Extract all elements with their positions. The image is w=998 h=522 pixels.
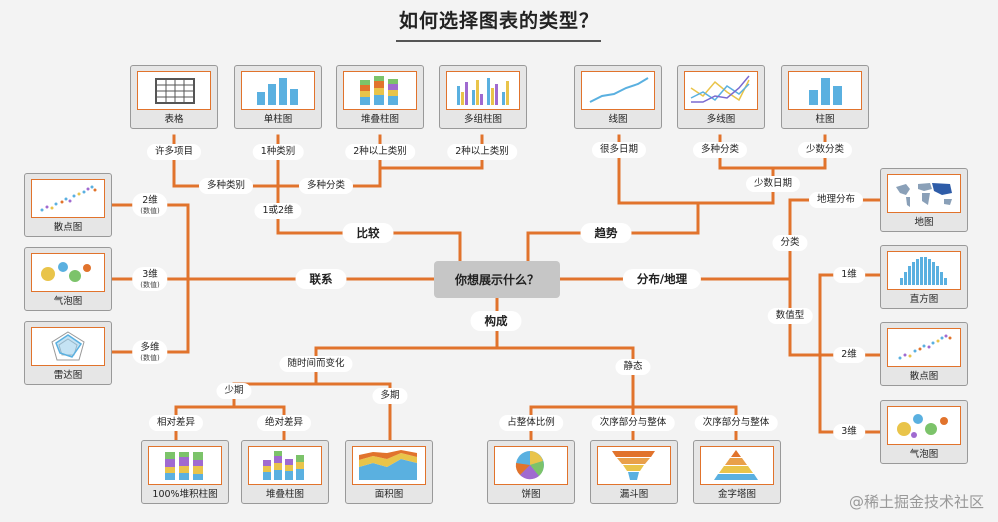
area-chart-icon bbox=[359, 450, 417, 480]
label-order-part-whole-b: 次序部分与整体 bbox=[694, 415, 778, 431]
map-card[interactable]: 地图 bbox=[880, 168, 968, 232]
label-many-periods: 多期 bbox=[372, 388, 408, 404]
radar-card[interactable]: 雷达图 bbox=[24, 321, 112, 385]
scatter-icon bbox=[898, 334, 952, 360]
line-card[interactable]: 线图 bbox=[574, 65, 662, 129]
radar-card-label: 雷达图 bbox=[53, 370, 83, 381]
label-dim3: 3维 bbox=[833, 424, 865, 440]
histogram-card[interactable]: 直方图 bbox=[880, 245, 968, 309]
world-map-icon bbox=[896, 183, 952, 207]
table-card-label: 表格 bbox=[164, 114, 184, 125]
scatter-right-card-label: 散点图 bbox=[909, 371, 939, 382]
funnel-card-label: 漏斗图 bbox=[619, 489, 649, 500]
stacked100-card[interactable]: 100%堆积柱图 bbox=[141, 440, 229, 504]
table-icon bbox=[155, 78, 195, 104]
stacked-100-bar-icon bbox=[165, 452, 203, 480]
stacked-bar-bottom-card-label: 堆叠柱图 bbox=[265, 489, 304, 500]
bar-icon bbox=[809, 78, 842, 105]
histogram-icon bbox=[900, 257, 947, 285]
category-distribution: 分布/地理 bbox=[622, 269, 702, 289]
label-relative-diff: 相对差异 bbox=[148, 415, 204, 431]
stacked-bar-bottom-card[interactable]: 堆叠柱图 bbox=[241, 440, 329, 504]
radar-icon bbox=[51, 331, 85, 361]
stacked-bar-card[interactable]: 堆叠柱图 bbox=[336, 65, 424, 129]
stacked-bar-icon bbox=[360, 76, 398, 105]
label-few-dates: 少数日期 bbox=[745, 176, 801, 192]
scatter-card-label: 散点图 bbox=[53, 222, 83, 233]
category-relation: 联系 bbox=[295, 269, 347, 289]
line-card-label: 线图 bbox=[608, 114, 628, 125]
category-compare: 比较 bbox=[342, 223, 394, 243]
label-dim1: 1维 bbox=[833, 267, 865, 283]
watermark: @稀土掘金技术社区 bbox=[848, 493, 984, 511]
funnel-card[interactable]: 漏斗图 bbox=[590, 440, 678, 504]
grouped-bar-card-label: 多组柱图 bbox=[463, 114, 502, 125]
bubble-right-card-label: 气泡图 bbox=[909, 449, 939, 460]
stacked-bar-icon bbox=[263, 451, 304, 480]
label-many-dates: 很多日期 bbox=[591, 142, 647, 158]
bar-card-label: 柱图 bbox=[815, 114, 835, 125]
pie-card-label: 饼图 bbox=[521, 489, 541, 500]
label-few-periods: 少期 bbox=[216, 383, 252, 399]
label-one-category: 1种类别 bbox=[252, 144, 304, 160]
stacked100-card-label: 100%堆积柱图 bbox=[152, 489, 218, 500]
scatter-right-card[interactable]: 散点图 bbox=[880, 322, 968, 386]
label-over-time: 随时间而变化 bbox=[279, 356, 353, 372]
label-rel-2dim: 2维(数值) bbox=[132, 193, 168, 217]
pyramid-card[interactable]: 金字塔图 bbox=[693, 440, 781, 504]
label-share-of-total: 占整体比例 bbox=[499, 415, 563, 431]
multi-line-icon bbox=[690, 75, 750, 103]
pie-card[interactable]: 饼图 bbox=[487, 440, 575, 504]
label-multi-class-trend: 多种分类 bbox=[692, 142, 748, 158]
pyramid-card-label: 金字塔图 bbox=[717, 489, 756, 500]
scatter-card[interactable]: 散点图 bbox=[24, 173, 112, 237]
label-numeric: 数值型 bbox=[767, 308, 813, 324]
label-two-plus-categories-b: 2种以上类别 bbox=[447, 144, 517, 160]
grouped-bar-card[interactable]: 多组柱图 bbox=[439, 65, 527, 129]
single-bar-card-label: 单柱图 bbox=[263, 114, 293, 125]
label-classify: 分类 bbox=[772, 235, 808, 251]
bubble-right-card[interactable]: 气泡图 bbox=[880, 400, 968, 464]
bubble-icon bbox=[41, 262, 91, 282]
label-many-classes: 多种分类 bbox=[298, 178, 354, 194]
center-question: 你想展示什么？ bbox=[434, 261, 560, 298]
label-one-or-two-dim: 1或2维 bbox=[254, 203, 302, 219]
pyramid-chart-icon bbox=[714, 450, 758, 480]
bubble-icon bbox=[897, 414, 948, 438]
area-card[interactable]: 面积图 bbox=[345, 440, 433, 504]
label-many-items: 许多项目 bbox=[146, 144, 202, 160]
label-absolute-diff: 绝对差异 bbox=[256, 415, 312, 431]
label-dim2: 2维 bbox=[833, 347, 865, 363]
histogram-card-label: 直方图 bbox=[909, 294, 939, 305]
title-underline bbox=[396, 40, 601, 42]
single-bar-icon bbox=[257, 78, 298, 105]
pie-chart-icon bbox=[515, 451, 544, 480]
bubble-card[interactable]: 气泡图 bbox=[24, 247, 112, 311]
bubble-card-label: 气泡图 bbox=[53, 296, 83, 307]
scatter-icon bbox=[40, 185, 97, 212]
line-icon bbox=[589, 77, 649, 103]
page-title: 如何选择图表的类型？ bbox=[398, 10, 599, 32]
label-few-classes: 少数分类 bbox=[797, 142, 853, 158]
label-geo-distribution: 地理分布 bbox=[808, 192, 864, 208]
stacked-bar-card-label: 堆叠柱图 bbox=[360, 114, 399, 125]
bar-card[interactable]: 柱图 bbox=[781, 65, 869, 129]
label-rel-multidim: 多维(数值) bbox=[132, 340, 168, 364]
table-card[interactable]: 表格 bbox=[130, 65, 218, 129]
funnel-chart-icon bbox=[612, 451, 655, 480]
multi-line-card-label: 多线图 bbox=[706, 114, 736, 125]
label-order-part-whole-a: 次序部分与整体 bbox=[591, 415, 675, 431]
map-card-label: 地图 bbox=[914, 217, 934, 228]
grouped-bar-icon bbox=[457, 78, 509, 105]
category-composition: 构成 bbox=[470, 311, 522, 331]
single-bar-card[interactable]: 单柱图 bbox=[234, 65, 322, 129]
multi-line-card[interactable]: 多线图 bbox=[677, 65, 765, 129]
label-many-categories: 多种类别 bbox=[198, 178, 254, 194]
label-static: 静态 bbox=[615, 359, 651, 375]
label-two-plus-categories-a: 2种以上类别 bbox=[345, 144, 415, 160]
label-rel-3dim: 3维(数值) bbox=[132, 267, 168, 291]
category-trend: 趋势 bbox=[580, 223, 632, 243]
area-card-label: 面积图 bbox=[374, 489, 404, 500]
